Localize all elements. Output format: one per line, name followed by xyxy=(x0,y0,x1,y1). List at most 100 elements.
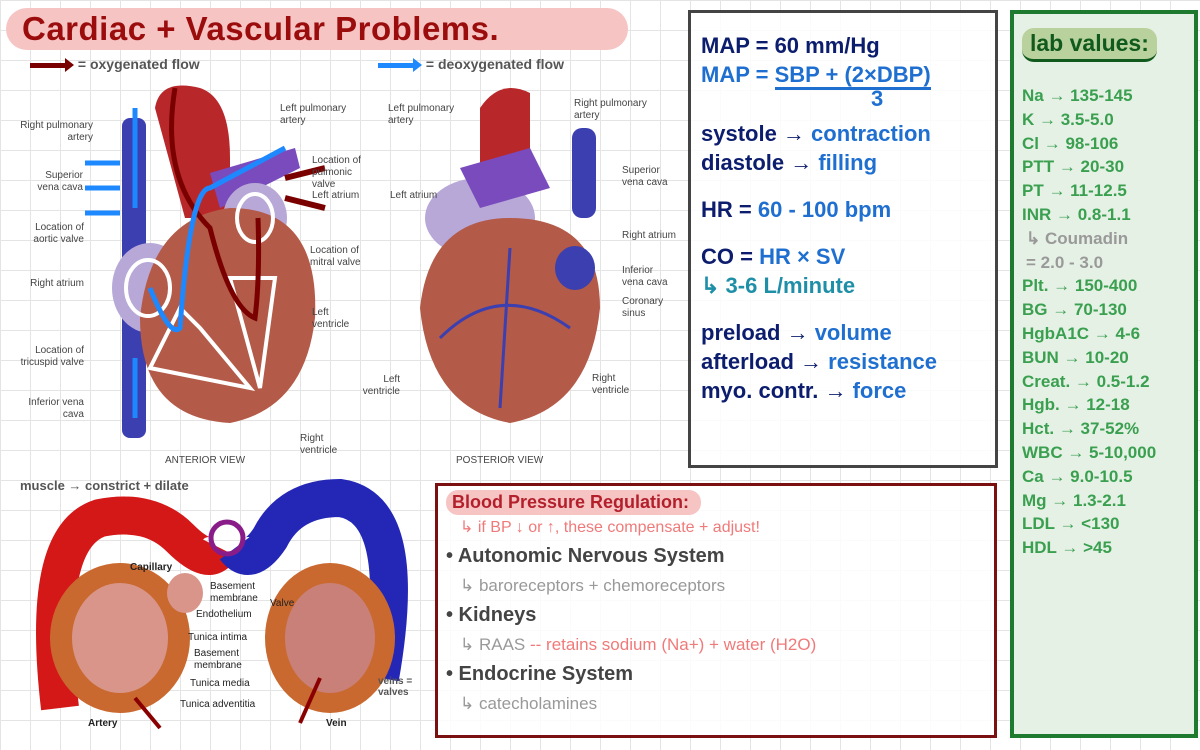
label-post-superior-vena-cava: Superior vena cava xyxy=(622,165,668,188)
cardio-value: 3 xyxy=(871,86,884,111)
lab-value-item: HgbA1C → 4-6 xyxy=(1022,323,1141,343)
cardio-line: preload → volume xyxy=(701,318,985,347)
lab-value-item: BG → 70-130 xyxy=(1022,300,1127,320)
lab-value-item: = 2.0 - 3.0 xyxy=(1026,252,1104,272)
bp-item-endocrine: • Endocrine System xyxy=(446,663,634,685)
cardio-value: filling xyxy=(818,150,878,175)
label-tunica-media: Tunica media xyxy=(190,678,250,689)
lab-value-item: PTT → 20-30 xyxy=(1022,157,1125,177)
label-right-atrium: Right atrium xyxy=(30,278,84,289)
cardio-value: ↳ 3-6 L/minute xyxy=(701,273,856,298)
lab-value-item: WBC → 5-10,000 xyxy=(1022,442,1157,462)
cardio-line: CO = HR × SV xyxy=(701,242,985,271)
cardio-term: CO = xyxy=(701,244,760,269)
cardio-value: force xyxy=(852,378,907,403)
cardio-value: volume xyxy=(814,320,892,345)
raas-detail: -- retains sodium (Na+) + water (H2O) xyxy=(530,635,817,654)
bp-regulation-box: Blood Pressure Regulation: ↳ if BP ↓ or … xyxy=(435,483,997,738)
cardio-value: 60 mm/Hg xyxy=(774,33,880,58)
bp-item-kidneys: • Kidneys xyxy=(446,604,537,626)
cardio-line: MAP = SBP + (2×DBP) xyxy=(701,60,985,90)
label-tunica-adventitia: Tunica adventitia xyxy=(180,699,256,710)
blue-arrow-icon xyxy=(378,57,422,72)
label-post-right-atrium: Right atrium xyxy=(622,230,676,241)
label-right-pulmonary-artery: Right pulmonary artery xyxy=(20,120,93,143)
label-post-inferior-vena-cava: Inferior vena cava xyxy=(622,265,668,288)
cardio-term: HR = xyxy=(701,197,758,222)
bp-item-kidneys-sub: ↳ RAAS -- retains sodium (Na+) + water (… xyxy=(446,630,986,659)
legend-deoxygenated: = deoxygenated flow xyxy=(378,56,564,72)
label-right-ventricle: Right ventricle xyxy=(300,433,338,456)
lab-value-item: Creat. → 0.5-1.2 xyxy=(1022,371,1150,391)
legend-deoxygenated-label: = deoxygenated flow xyxy=(425,56,564,72)
label-post-right-pulmonary-artery: Right pulmonary artery xyxy=(574,98,647,121)
cardio-term: systole → xyxy=(701,121,812,146)
lab-value-item: ↳ Coumadin xyxy=(1026,228,1129,248)
cardio-line: diastole → filling xyxy=(701,148,985,177)
label-post-right-ventricle: Right ventricle xyxy=(592,373,630,396)
lab-value-item: PT → 11-12.5 xyxy=(1022,181,1127,201)
anterior-heart-illustration xyxy=(85,85,326,438)
page-title: Cardiac + Vascular Problems. xyxy=(6,8,628,50)
cardio-line: MAP = 60 mm/Hg xyxy=(701,31,985,60)
label-left-ventricle: Left ventricle xyxy=(312,307,350,330)
cardio-line: systole → contraction xyxy=(701,119,985,148)
label-pulmonic-valve: Location of pulmonic valve xyxy=(312,155,361,190)
label-superior-vena-cava: Superior vena cava xyxy=(37,170,83,193)
anterior-view-caption: ANTERIOR VIEW xyxy=(165,455,246,466)
label-left-pulmonary-artery: Left pulmonary artery xyxy=(280,103,347,126)
label-left-atrium: Left atrium xyxy=(312,190,360,201)
cardio-line: 3 xyxy=(701,86,985,111)
posterior-heart-illustration xyxy=(420,88,600,423)
cardio-line: HR = 60 - 100 bpm xyxy=(701,195,985,224)
lab-value-item: Hct. → 37-52% xyxy=(1022,419,1140,439)
label-tunica-intima: Tunica intima xyxy=(188,632,248,643)
lab-value-item: Ca → 9.0-10.5 xyxy=(1022,466,1133,486)
raas-label: ↳ RAAS xyxy=(460,635,526,654)
cardio-line: myo. contr. → force xyxy=(701,376,985,405)
posterior-view-caption: POSTERIOR VIEW xyxy=(456,455,544,466)
lab-value-item: Na → 135-145 xyxy=(1022,86,1133,105)
red-arrow-icon xyxy=(30,57,74,72)
bp-regulation-title: Blood Pressure Regulation: xyxy=(446,490,702,515)
legend-oxygenated-label: = oxygenated flow xyxy=(77,56,200,72)
cardio-value: resistance xyxy=(828,349,937,374)
cardio-line: afterload → resistance xyxy=(701,347,985,376)
cardio-line: ↳ 3-6 L/minute xyxy=(701,271,985,300)
lab-value-item: HDL → >45 xyxy=(1022,538,1112,558)
label-tricuspid-valve: Location of tricuspid valve xyxy=(20,345,84,368)
bp-item-ans-sub: ↳ baroreceptors + chemoreceptors xyxy=(460,576,726,595)
label-mitral-valve: Location of mitral valve xyxy=(310,245,361,268)
label-capillary: Capillary xyxy=(130,562,173,573)
cardio-value: 60 - 100 bpm xyxy=(757,197,892,222)
veins-valves-note: veins = valves xyxy=(378,676,413,698)
cardio-value: HR × SV xyxy=(759,244,846,269)
label-valve: Valve xyxy=(270,598,295,609)
cardio-term: MAP = xyxy=(701,33,775,58)
cardio-value: SBP + (2×DBP) xyxy=(774,62,931,90)
label-post-left-atrium: Left atrium xyxy=(390,190,438,201)
label-inferior-vena-cava: Inferior vena cava xyxy=(28,397,84,420)
bp-item-endocrine-sub: ↳ catecholamines xyxy=(460,694,598,713)
label-aortic-valve: Location of aortic valve xyxy=(33,222,84,245)
lab-value-item: Hgb. → 12-18 xyxy=(1022,395,1130,415)
lab-value-item: BUN → 10-20 xyxy=(1022,347,1129,367)
cardio-term: MAP = xyxy=(701,62,775,87)
cardio-term: myo. contr. → xyxy=(701,378,853,403)
label-endothelium: Endothelium xyxy=(196,609,252,620)
lab-value-item: K → 3.5-5.0 xyxy=(1022,109,1114,129)
lab-value-item: LDL → <130 xyxy=(1022,514,1120,534)
legend-oxygenated: = oxygenated flow xyxy=(30,56,200,72)
label-vein: Vein xyxy=(326,718,347,729)
cardio-term: afterload → xyxy=(701,349,829,374)
lab-values-title: lab values: xyxy=(1022,28,1157,62)
label-basement-membrane: Basement membrane xyxy=(194,648,242,671)
label-post-left-ventricle: Left ventricle xyxy=(362,374,400,397)
lab-value-item: Mg → 1.3-2.1 xyxy=(1022,490,1126,510)
lab-value-item: Plt. → 150-400 xyxy=(1022,276,1138,296)
label-coronary-sinus: Coronary sinus xyxy=(622,296,664,319)
muscle-note: muscle → constrict + dilate xyxy=(20,478,189,493)
bp-note: ↳ if BP ↓ or ↑, these compensate + adjus… xyxy=(460,519,760,536)
